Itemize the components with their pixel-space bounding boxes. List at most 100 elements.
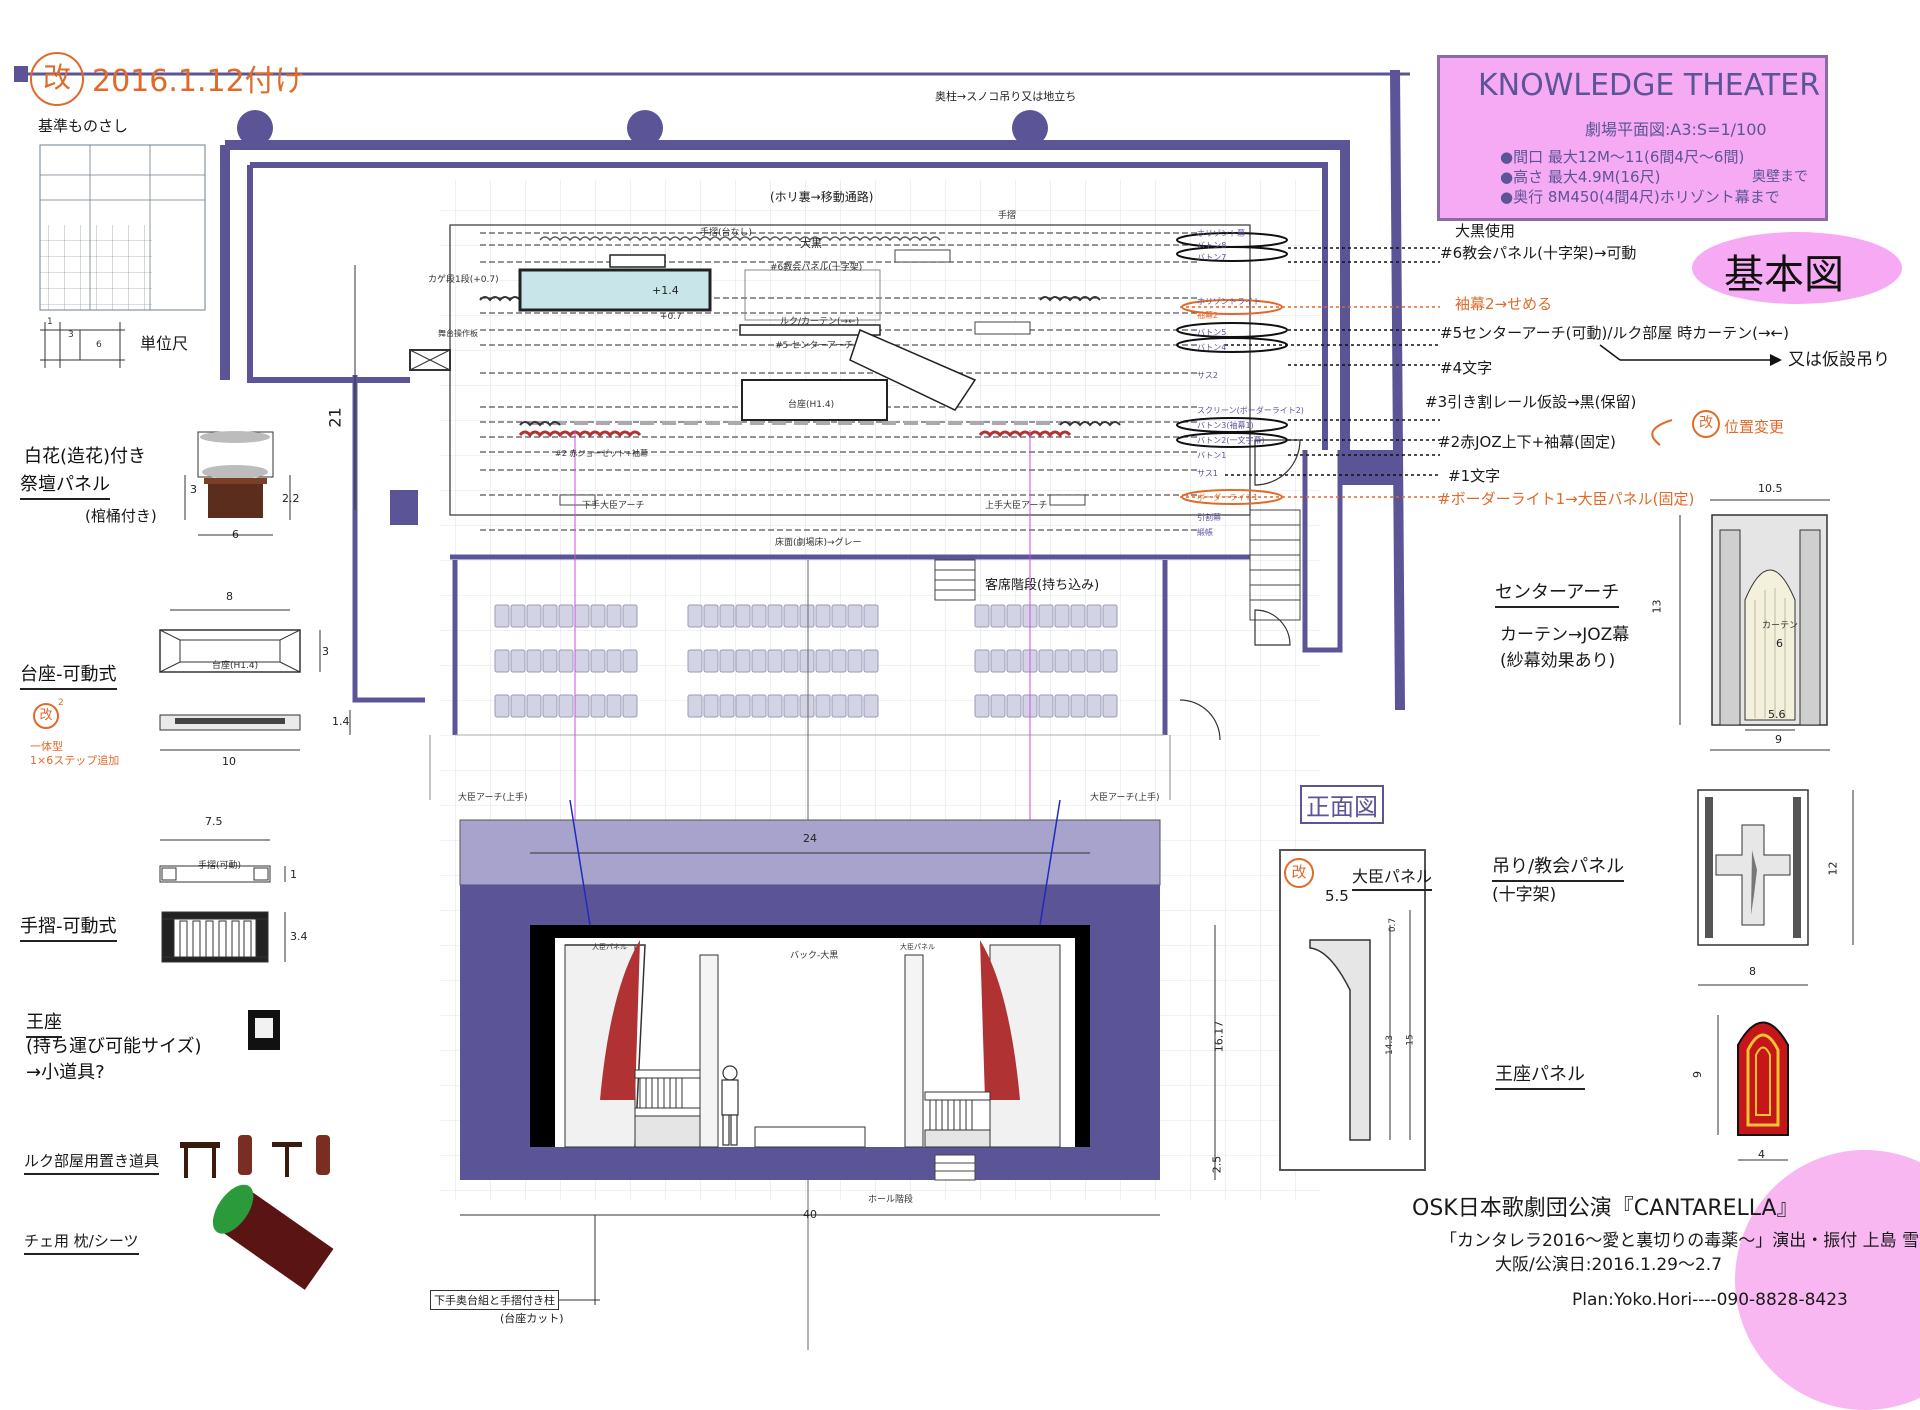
altar-coffin xyxy=(208,478,263,518)
audience-seat xyxy=(1038,649,1054,673)
audience-seat xyxy=(687,649,703,673)
kihonzu-label: 基本図 xyxy=(1724,252,1844,298)
column-right xyxy=(904,954,924,1148)
audience-seat xyxy=(1102,694,1118,718)
rail-title: 手摺-可動式 xyxy=(20,912,117,942)
batten-label: 緞帳 xyxy=(1197,528,1213,537)
red-josette-right xyxy=(978,430,1072,438)
right-arch-label: 大臣アーチ(上手) xyxy=(1090,793,1160,803)
center-arch-dim-9: 9 xyxy=(1775,733,1782,746)
batten-label: ホリゾントライト xyxy=(1197,297,1261,306)
shimote-arch-label: 下手大臣アーチ xyxy=(582,501,645,511)
audience-seat xyxy=(558,649,574,673)
batten-label: バトン7 xyxy=(1197,253,1227,262)
audience-seat xyxy=(719,604,735,628)
elevation-title: 正面図 xyxy=(1300,785,1384,824)
pedestal-revision-sup: 2 xyxy=(58,698,64,708)
pedestal-revision-mark: 改 xyxy=(33,703,59,729)
audience-seat xyxy=(526,649,542,673)
audience-seat xyxy=(622,649,638,673)
audience-seat xyxy=(606,649,622,673)
annotation-kyokai: #6教会パネル(十字架)→可動 xyxy=(1440,244,1637,262)
spec-depth-alt: 奥壁まで xyxy=(1752,169,1808,185)
audience-seat xyxy=(606,694,622,718)
pedestal-dim-3: 3 xyxy=(322,645,329,658)
center-arch-dim-56: 5.6 xyxy=(1768,708,1786,721)
audience-steps-label: 客席階段(持ち込み) xyxy=(985,578,1100,593)
kyokai-panel-label: #6教会パネル(十字架) xyxy=(770,263,863,273)
audience-seat xyxy=(526,694,542,718)
daijin-dim-15: 15 xyxy=(1405,1034,1416,1046)
audience-seat xyxy=(494,604,510,628)
audience-seat xyxy=(831,649,847,673)
bottom-callout-1: 下手奥台組と手摺付き柱 xyxy=(430,1290,559,1310)
wall-pillar-left xyxy=(390,490,418,525)
center-arch-dim-105: 10.5 xyxy=(1758,482,1783,495)
audience-seat xyxy=(751,604,767,628)
elevation-pedestal xyxy=(754,1126,866,1148)
altar-dim-22: 2.2 xyxy=(282,492,300,505)
balustrade-right xyxy=(924,1091,991,1148)
right-red-curtain xyxy=(980,940,1020,1100)
footer-dates: 大阪/公演日:2016.1.29～2.7 xyxy=(1495,1255,1723,1275)
auditorium-walls xyxy=(452,560,1168,735)
audience-seat xyxy=(1006,694,1022,718)
side-stairs xyxy=(1249,509,1301,621)
audience-seat xyxy=(1086,694,1102,718)
annotation-sodemaku2: 袖幕2→せめる xyxy=(1455,295,1553,313)
audience-seat xyxy=(574,694,590,718)
handrail-none-label: 手摺(台なし) xyxy=(700,228,753,238)
ruler-title: 基準ものさし xyxy=(38,117,129,135)
center-arch-inner-label: カーテン xyxy=(1762,621,1799,631)
unit-dim-6: 6 xyxy=(96,340,102,350)
ooguro-curtain xyxy=(539,236,941,242)
altar-dim-6: 6 xyxy=(232,528,239,541)
arrow-left-arch xyxy=(569,799,591,926)
rail-dim-1: 1 xyxy=(290,868,297,881)
elevation-panel-label: 大臣パネル xyxy=(592,943,627,951)
audience-seat xyxy=(767,604,783,628)
ooguro-label: 大黒 xyxy=(800,237,822,250)
batten-ellipses xyxy=(1176,232,1288,448)
audience-seat xyxy=(558,694,574,718)
audience-seat xyxy=(590,694,606,718)
elevation-back-label: バック-大黒 xyxy=(790,951,839,961)
hall-steps xyxy=(934,1154,976,1181)
audience-seat xyxy=(847,604,863,628)
stage-op-label: 舞台操作板 xyxy=(438,329,478,338)
center-arch-angled xyxy=(849,328,977,411)
plan-pedestal xyxy=(741,379,888,421)
red-josette-left xyxy=(518,430,642,438)
audience-seat xyxy=(558,604,574,628)
audience-seat xyxy=(542,694,558,718)
audience-seat xyxy=(703,694,719,718)
church-panel-title: 吊り/教会パネル xyxy=(1492,852,1625,882)
audience-seat xyxy=(1070,694,1086,718)
elevation-width-dim: 24 xyxy=(803,832,817,845)
center-arch-note-1: カーテン→JOZ幕 xyxy=(1500,625,1630,645)
theater-name: KNOWLEDGE THEATER xyxy=(1478,68,1821,103)
pedestal-note-2: 1×6ステップ追加 xyxy=(30,754,120,767)
annotation-hikiwari: #3引き割レール仮設→黒(保留) xyxy=(1425,393,1637,411)
plan-top-note: 奥柱→スノコ吊り又は地立ち xyxy=(935,90,1077,103)
batten-label: バトン2(一文字幕) xyxy=(1197,436,1265,445)
batten-label: バトン1 xyxy=(1197,451,1227,460)
audience-seat xyxy=(735,649,751,673)
audience-seat xyxy=(510,694,526,718)
audience-seat xyxy=(974,694,990,718)
batten-label: サス1 xyxy=(1197,469,1218,478)
audience-seat xyxy=(1070,604,1086,628)
kamite-arch-label: 上手大臣アーチ xyxy=(985,501,1048,511)
column-circle-2 xyxy=(627,110,663,146)
revision-date: 2016.1.12付け xyxy=(92,64,305,99)
plan-pedestal-label: 台座(H1.4) xyxy=(788,400,835,410)
audience-seat xyxy=(783,694,799,718)
annotation-leaders xyxy=(1225,247,1440,476)
audience-seat xyxy=(590,604,606,628)
header-marker xyxy=(14,66,28,82)
audience-seat xyxy=(494,694,510,718)
annotation-4moji: #4文字 xyxy=(1440,359,1493,377)
audience-seat xyxy=(1006,649,1022,673)
audience-seat xyxy=(799,694,815,718)
audience-seat xyxy=(799,604,815,628)
